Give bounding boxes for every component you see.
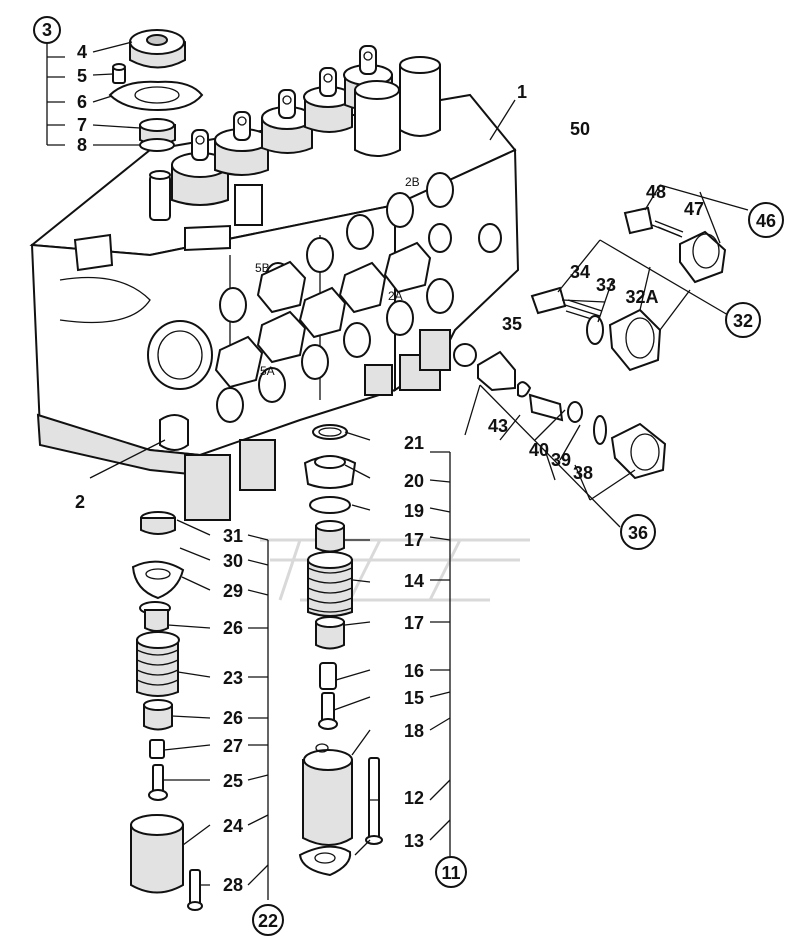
spool-caps [149,45,441,252]
relief-valve-36 [453,343,667,480]
callout-circle-3 [33,16,61,44]
callout-circle-36 [620,514,656,550]
callout-circle-46 [748,202,784,238]
callout-26-upper: 26 [223,618,243,638]
callout-circle-22 [252,904,284,936]
callout-17-lower: 17 [404,613,424,633]
callout-22: 22 [258,911,278,931]
callout-25: 25 [223,771,243,791]
callout-14: 14 [404,571,424,591]
center-stack [298,424,383,877]
callout-4: 4 [77,42,87,62]
callout-30: 30 [223,551,243,571]
callout-36: 36 [628,523,648,543]
port-label-5b: 5B [255,261,270,275]
callout-43: 43 [488,416,508,436]
callout-13: 13 [404,831,424,851]
callout-47: 47 [684,199,704,219]
port-label-5a: 5A [260,364,275,378]
callout-32: 32 [733,311,753,331]
leader-lines [46,41,749,900]
callout-32a: 32A [625,287,658,307]
callout-labels: 3 4 5 6 7 8 1 50 2 46 48 47 34 33 32A 32… [33,16,784,936]
callout-48: 48 [646,182,666,202]
callout-27: 27 [223,736,243,756]
callout-35: 35 [502,314,522,334]
callout-12: 12 [404,788,424,808]
callout-16: 16 [404,661,424,681]
bottom-fittings [184,329,451,521]
callout-circle-32 [725,302,761,338]
callout-6: 6 [77,92,87,112]
callout-3: 3 [42,20,52,40]
hex-plugs [73,233,432,451]
callout-46: 46 [756,211,776,231]
callout-23: 23 [223,668,243,688]
callout-39: 39 [551,450,571,470]
callout-40: 40 [529,440,549,460]
left-stack [130,511,203,911]
callout-28: 28 [223,875,243,895]
cap-assembly [108,29,204,152]
callout-33: 33 [596,275,616,295]
callout-7: 7 [77,115,87,135]
callout-21: 21 [404,433,424,453]
callout-24: 24 [223,816,243,836]
relief-valve-46 [623,206,727,284]
callout-29: 29 [223,581,243,601]
port-label-2b: 2B [405,175,420,189]
callout-5: 5 [77,66,87,86]
callout-15: 15 [404,688,424,708]
callout-11: 11 [441,863,460,883]
callout-38: 38 [573,463,593,483]
callout-26-lower: 26 [223,708,243,728]
callout-circle-11 [435,856,467,888]
port-label-2a: 2A [388,289,403,303]
callout-17-upper: 17 [404,530,424,550]
callout-34: 34 [570,262,590,282]
callout-18: 18 [404,721,424,741]
callout-50: 50 [570,119,590,139]
callout-20: 20 [404,471,424,491]
relief-valve-32 [530,286,662,372]
callout-1: 1 [517,82,527,102]
callout-8: 8 [77,135,87,155]
callout-2: 2 [75,492,85,512]
callout-31: 31 [223,526,243,546]
callout-19: 19 [404,501,424,521]
watermark-logo [260,538,530,602]
